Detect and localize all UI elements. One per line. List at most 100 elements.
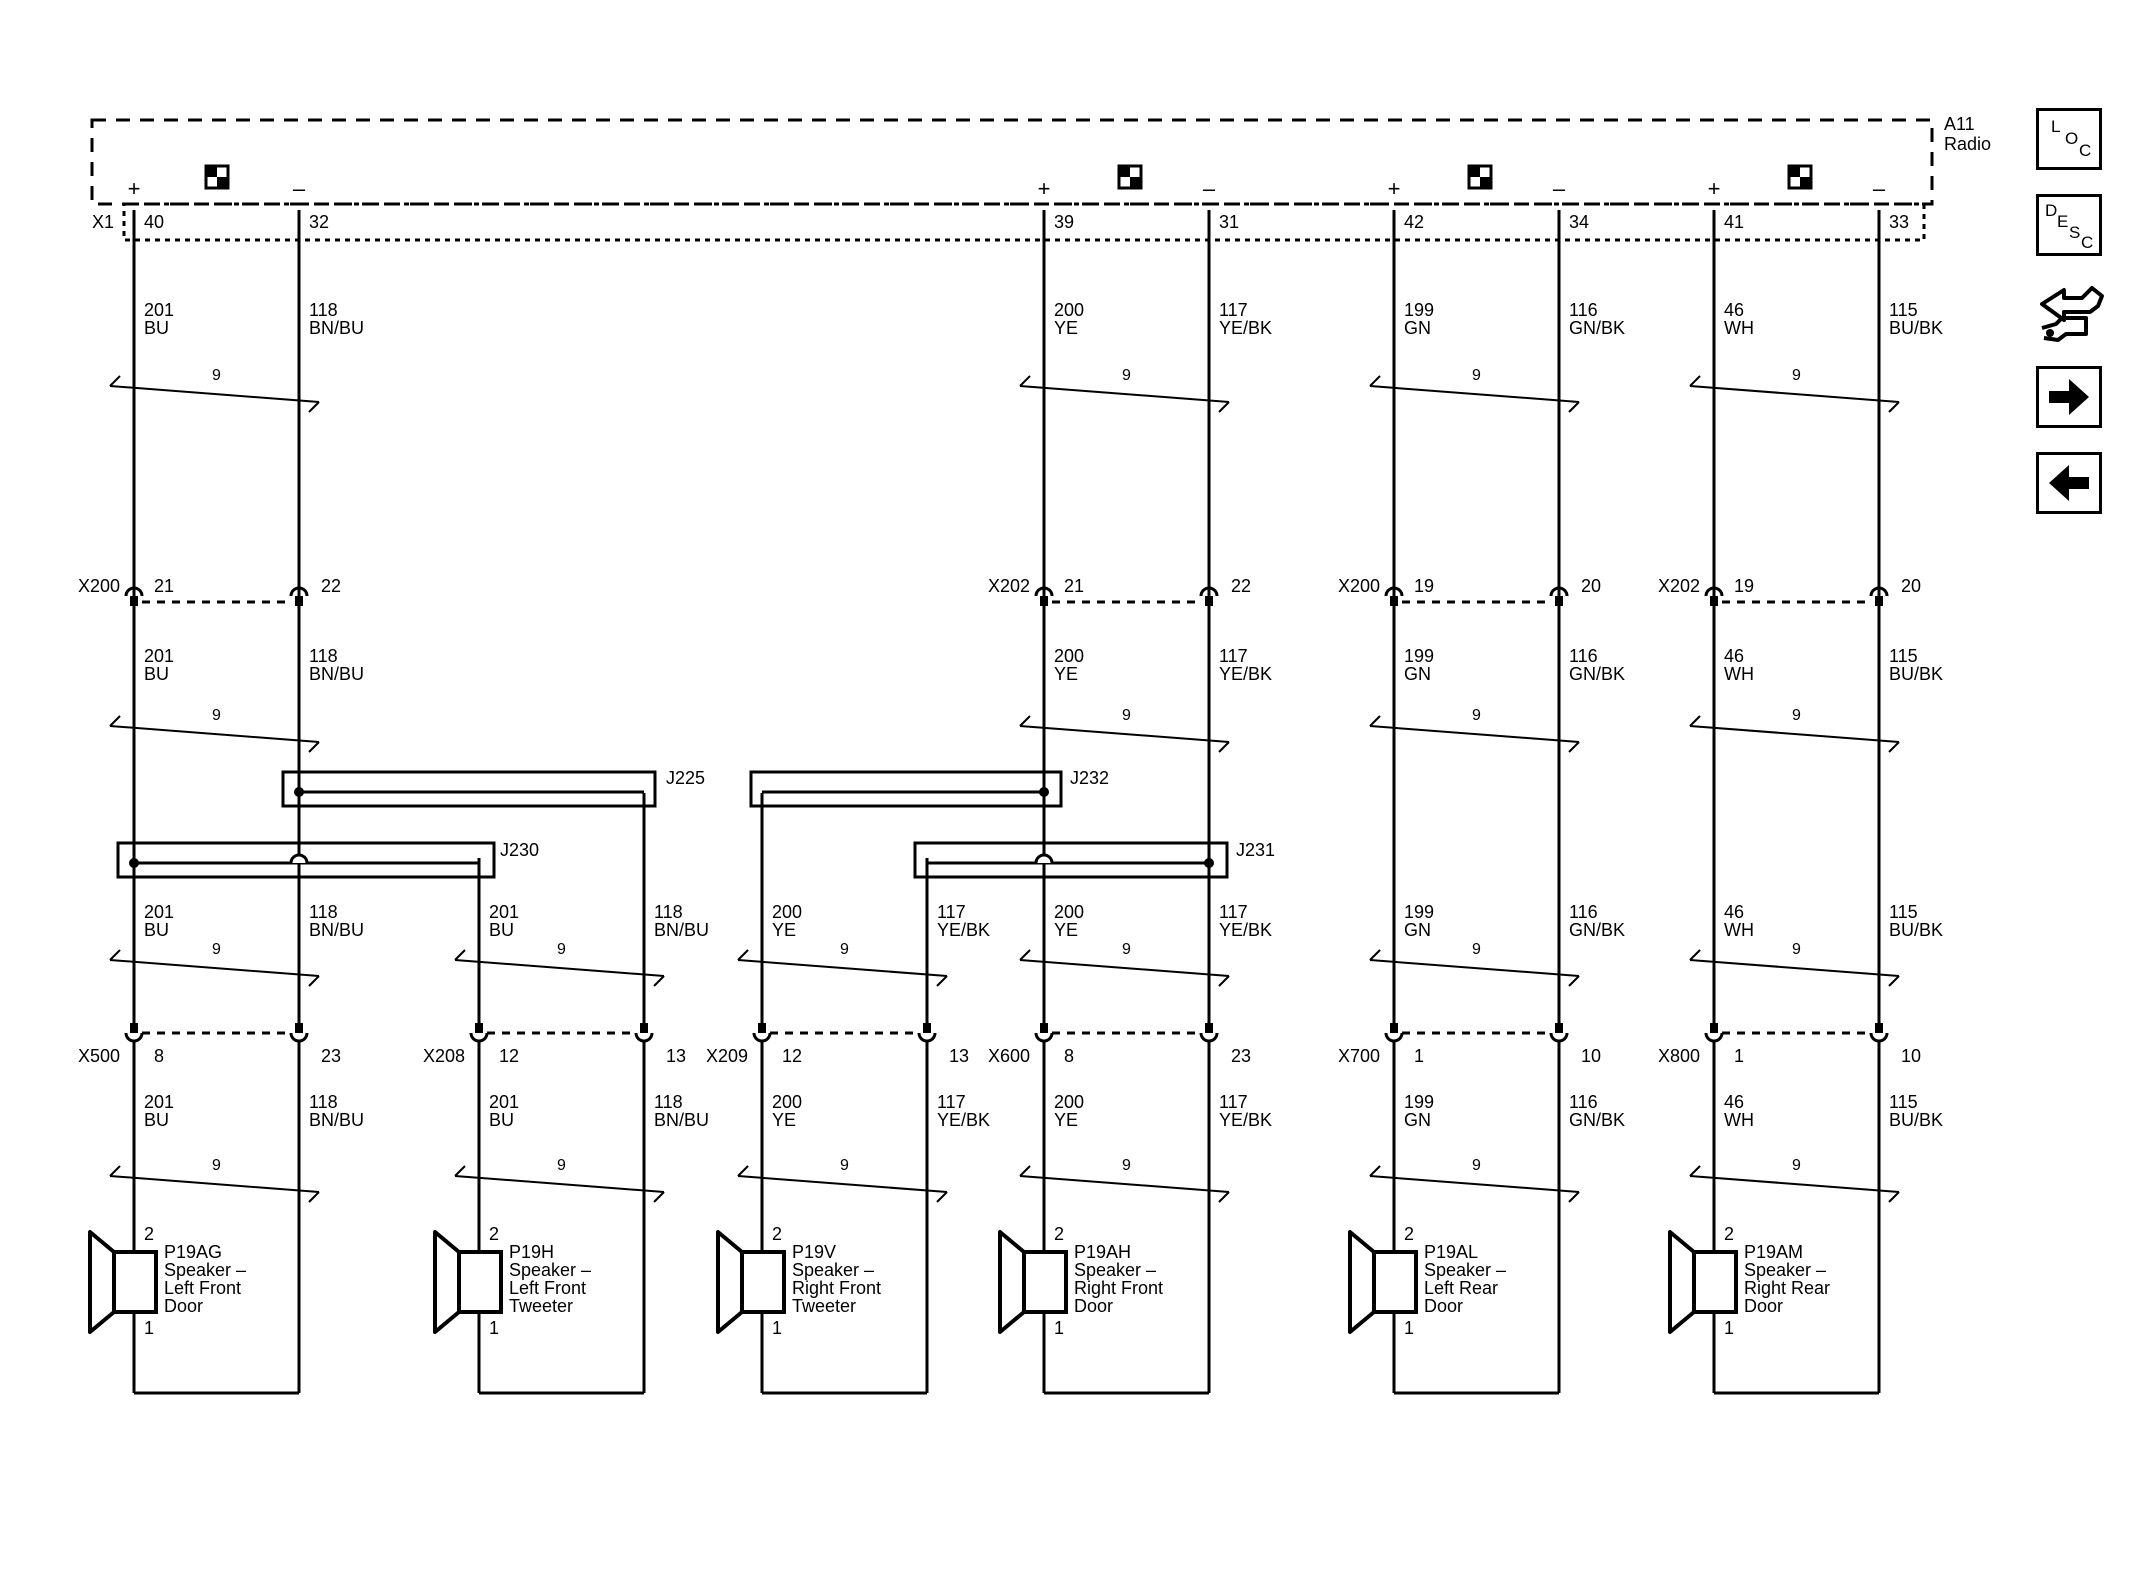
speaker-name: Speaker – xyxy=(1744,1260,1826,1280)
speaker-terminal: 1 xyxy=(144,1318,154,1338)
desc-letter-2: E xyxy=(2057,212,2069,231)
gauge-slash-speaker xyxy=(737,1175,948,1193)
pin-number: 32 xyxy=(309,212,329,232)
pin-number: 1 xyxy=(1734,1046,1744,1066)
circuit-number: 199 xyxy=(1404,902,1434,922)
wire-color: BU xyxy=(489,1110,514,1130)
speaker-ref: P19AH xyxy=(1074,1242,1131,1262)
gauge-tick xyxy=(1888,401,1900,413)
gauge-slash-top xyxy=(1369,385,1580,403)
pin-number: 19 xyxy=(1734,576,1754,596)
circuit-number: 201 xyxy=(144,646,174,666)
wire-gauge-label: 9 xyxy=(1472,367,1481,384)
wire-gauge-label: 9 xyxy=(1792,367,1801,384)
loc-letter-3: C xyxy=(2079,141,2092,160)
circuit-number: 116 xyxy=(1569,300,1598,320)
wire-color: BU xyxy=(144,1110,169,1130)
speaker-ref: P19H xyxy=(509,1242,554,1262)
splice-dot xyxy=(1039,787,1049,797)
wire-color: BN/BU xyxy=(309,920,364,940)
loc-letter-2: O xyxy=(2065,129,2079,148)
circuit-number: 118 xyxy=(309,902,338,922)
next-page-button[interactable] xyxy=(2036,366,2102,428)
gauge-slash-mid xyxy=(1019,725,1230,743)
circuit-number: 117 xyxy=(937,1092,966,1112)
wire-color: GN xyxy=(1404,664,1431,684)
x1-connector-outline xyxy=(122,202,1926,242)
speaker-cone-icon xyxy=(88,1230,116,1334)
connector-repair-icon[interactable] xyxy=(2036,278,2110,348)
wire-gauge-label: 9 xyxy=(1792,707,1801,724)
gauge-tick xyxy=(1568,975,1580,987)
arrow-left-icon xyxy=(2049,465,2089,501)
gauge-slash-mid xyxy=(1689,725,1900,743)
circuit-number: 118 xyxy=(654,902,683,922)
lower-connector-contact xyxy=(289,1032,309,1043)
lower-connector-contact xyxy=(917,1032,937,1043)
speaker-terminal: 2 xyxy=(772,1224,782,1244)
connector-pin xyxy=(923,1023,931,1033)
previous-page-button[interactable] xyxy=(2036,452,2102,514)
wire-color: BU/BK xyxy=(1889,1110,1943,1130)
wire-gauge-label: 9 xyxy=(212,707,221,724)
location-button[interactable]: L O C xyxy=(2036,108,2102,170)
circuit-number: 117 xyxy=(937,902,966,922)
desc-letter-1: D xyxy=(2045,201,2058,220)
gauge-tick xyxy=(1689,715,1701,727)
wire-crossover xyxy=(289,853,309,864)
wire-color: WH xyxy=(1724,318,1754,338)
wire-color: GN xyxy=(1404,1110,1431,1130)
speaker-name: Door xyxy=(1074,1296,1113,1316)
top-connector-name: X202 xyxy=(1658,576,1700,596)
connector-pin xyxy=(1390,1023,1398,1033)
wire-color: YE/BK xyxy=(937,1110,990,1130)
gauge-slash-top xyxy=(1689,385,1900,403)
shield-grid-fill xyxy=(206,166,217,177)
minus-sign: – xyxy=(293,176,306,201)
speaker-name: Left Front xyxy=(164,1278,241,1298)
wire-color: WH xyxy=(1724,1110,1754,1130)
splice-label: J230 xyxy=(500,840,539,860)
speaker-ref: P19V xyxy=(792,1242,836,1262)
lower-connector-name: X209 xyxy=(706,1046,748,1066)
top-connector-name: X200 xyxy=(78,576,120,596)
wire-color: WH xyxy=(1724,664,1754,684)
gauge-tick xyxy=(1218,741,1230,753)
description-button[interactable]: D E S C xyxy=(2036,194,2102,256)
splice-dot xyxy=(129,858,139,868)
circuit-number: 46 xyxy=(1724,1092,1744,1112)
gauge-tick xyxy=(308,401,320,413)
wire-color: YE xyxy=(772,1110,796,1130)
gauge-slash-top xyxy=(1019,385,1230,403)
gauge-slash-lower xyxy=(737,959,948,977)
wire-gauge-label: 9 xyxy=(212,941,221,958)
gauge-slash-lower xyxy=(1369,959,1580,977)
speaker-name: Speaker – xyxy=(164,1260,246,1280)
connector-pin xyxy=(1875,1023,1883,1033)
connector-pin xyxy=(1205,1023,1213,1033)
circuit-number: 115 xyxy=(1889,646,1918,666)
wire-color: YE xyxy=(1054,318,1078,338)
minus-sign: – xyxy=(1203,176,1216,201)
wire-color: BN/BU xyxy=(309,664,364,684)
lower-connector-name: X600 xyxy=(988,1046,1030,1066)
shield-grid-fill xyxy=(1119,166,1130,177)
circuit-number: 201 xyxy=(144,902,174,922)
circuit-number: 46 xyxy=(1724,646,1744,666)
pin-number: 13 xyxy=(949,1046,969,1066)
wire-gauge-label: 9 xyxy=(1792,1157,1801,1174)
wire-color: BU xyxy=(489,920,514,940)
gauge-tick xyxy=(1888,1191,1900,1203)
speaker-ref: P19AM xyxy=(1744,1242,1803,1262)
minus-sign: – xyxy=(1873,176,1886,201)
speaker-terminal: 2 xyxy=(1724,1224,1734,1244)
lower-connector-contact xyxy=(1869,1032,1889,1043)
gauge-tick xyxy=(1888,741,1900,753)
gauge-tick xyxy=(454,949,466,961)
wire-color: BN/BU xyxy=(309,1110,364,1130)
speaker-cone-icon xyxy=(1668,1230,1696,1334)
speaker-terminal: 2 xyxy=(1054,1224,1064,1244)
wire-gauge-label: 9 xyxy=(557,941,566,958)
gauge-tick xyxy=(1019,1165,1031,1177)
wire-color: YE/BK xyxy=(937,920,990,940)
